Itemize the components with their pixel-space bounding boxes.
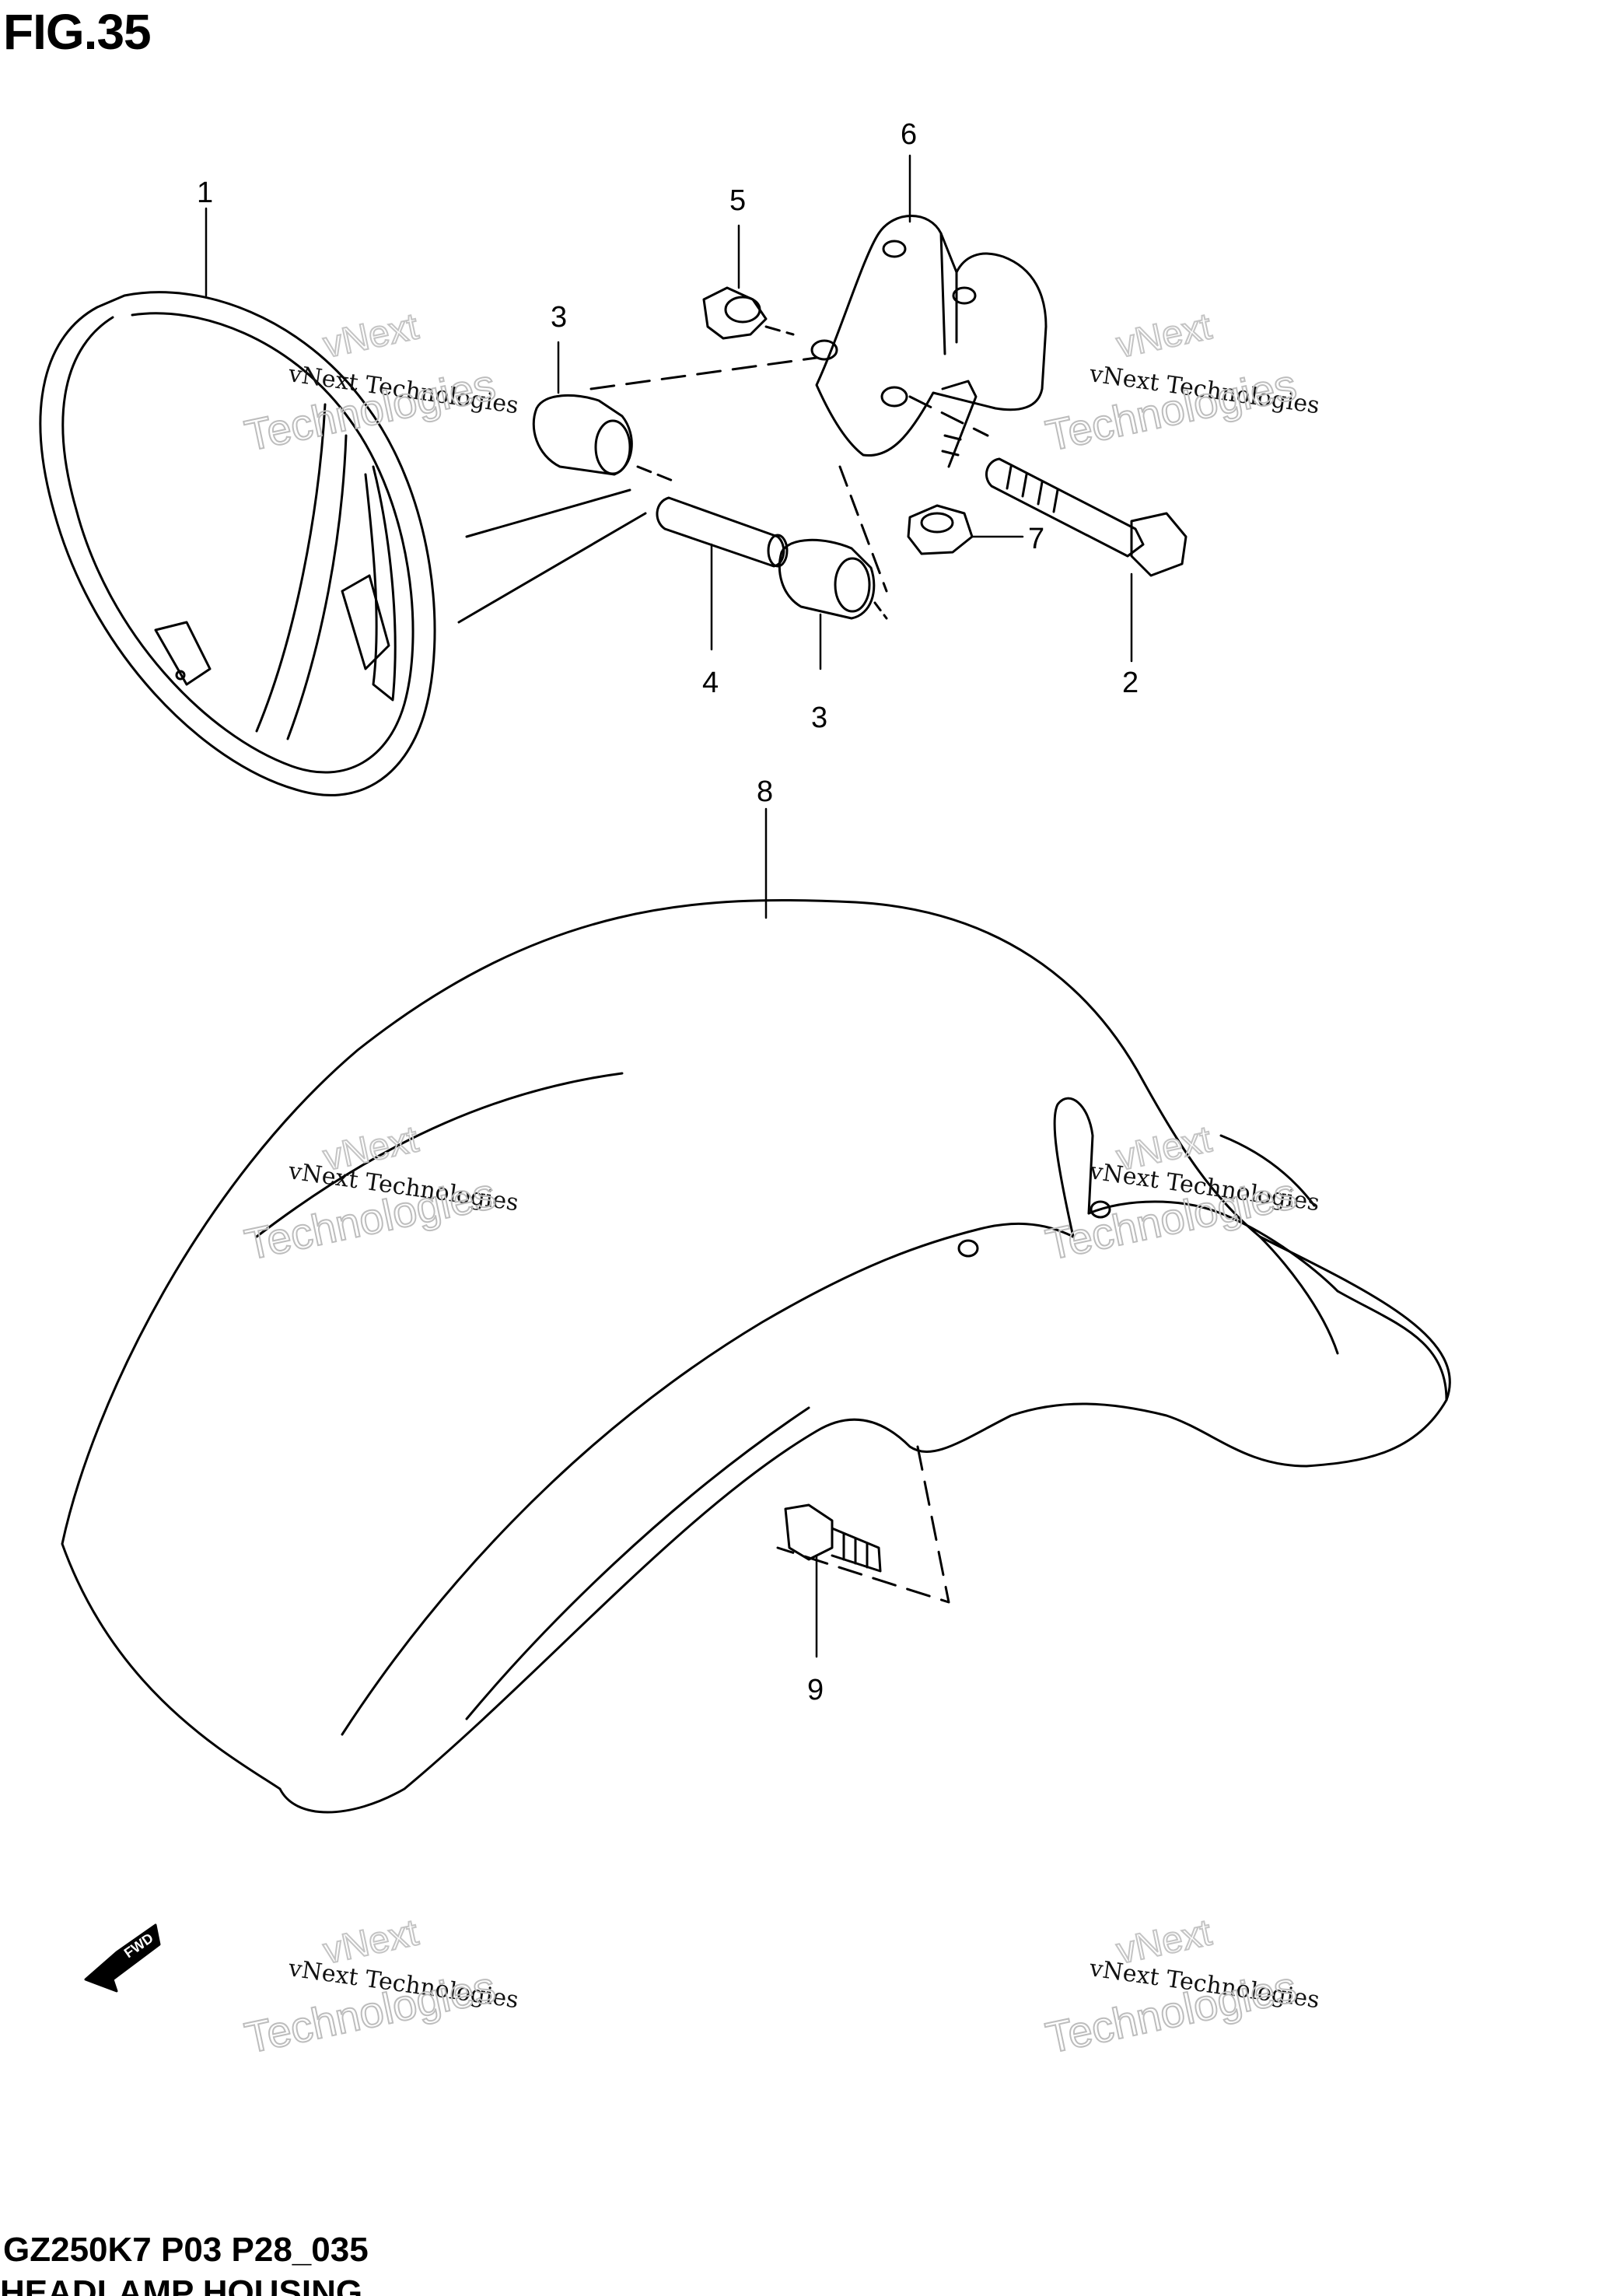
front-fender-part	[61, 898, 1451, 1814]
callout-part-3-upper: 3	[551, 301, 567, 334]
svg-text:vNext: vNext	[320, 306, 421, 366]
watermark-bottom-right: vNext vNext Technologies Technologies	[1041, 1911, 1320, 2063]
callout-part-5: 5	[729, 184, 746, 217]
collar-part-upper	[532, 394, 678, 484]
figure-caption: GZ250K7 P03 P28_035	[3, 2231, 369, 2270]
figure-name-clipped: HEADLAMP HOUSING	[0, 2277, 467, 2296]
nut-part	[907, 504, 974, 555]
callout-part-2: 2	[1122, 667, 1139, 699]
callout-part-3-lower: 3	[811, 702, 827, 734]
bracket-part	[589, 215, 1048, 593]
bushing-part	[702, 286, 795, 340]
callout-part-9: 9	[807, 1674, 824, 1706]
figure-title: FIG.35	[3, 4, 152, 60]
leader-lines	[205, 154, 1133, 1658]
bolt-part	[941, 380, 1188, 577]
svg-text:vNext: vNext	[1113, 306, 1215, 366]
watermark-middle-left: vNext vNext Technologies Technologies	[240, 1118, 519, 1269]
callout-part-7: 7	[1028, 523, 1044, 555]
watermark-top-right: vNext vNext Technologies Technologies	[1041, 305, 1320, 460]
figure-name: HEADLAMP HOUSING	[0, 2277, 467, 2296]
headlamp-housing-part	[39, 291, 647, 796]
callout-part-8: 8	[757, 775, 773, 808]
callout-part-4: 4	[702, 667, 719, 699]
watermark-bottom-left: vNext vNext Technologies Technologies	[240, 1911, 519, 2063]
fender-bolt-part	[784, 1503, 882, 1573]
collar-part-lower	[778, 538, 888, 620]
pipe-part	[656, 496, 789, 568]
forward-arrow-icon	[84, 1923, 161, 1993]
callout-part-1: 1	[197, 177, 213, 209]
callout-part-6: 6	[901, 118, 917, 151]
figure-code: GZ250K7 P03 P28_035	[3, 2231, 369, 2269]
